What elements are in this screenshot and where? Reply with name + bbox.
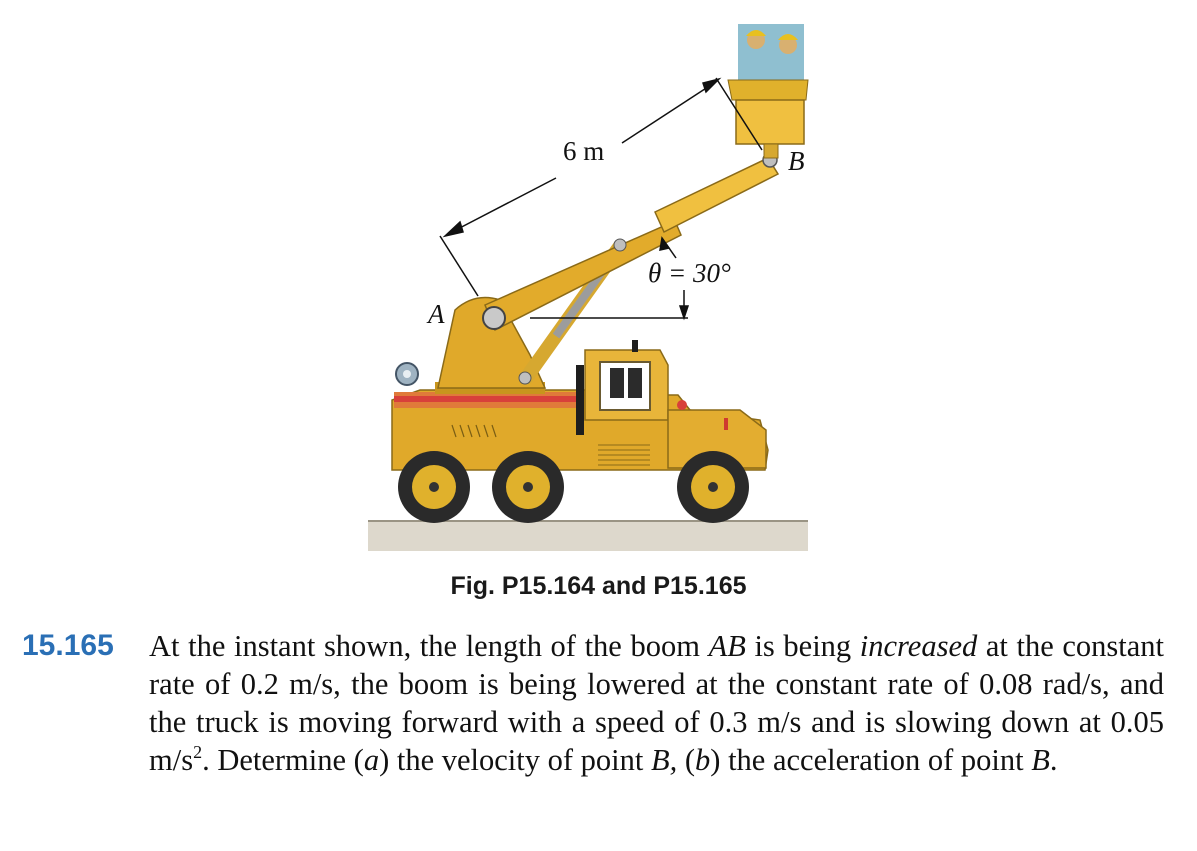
text-segment: is being [745, 629, 860, 663]
text-segment: . [1049, 743, 1058, 777]
angle-label: θ = 30° [648, 258, 731, 288]
text-segment: at the constant rate of 0.2 m/s, the boo… [149, 629, 1165, 777]
dimension-lines [439, 77, 763, 321]
point-b-label: B [788, 146, 805, 176]
figure-caption: Fig. P15.164 and P15.165 [450, 572, 747, 600]
point-b-ref: B [1031, 743, 1050, 777]
emphasis-increased: increased [859, 629, 978, 663]
text-segment: ( [677, 743, 696, 777]
point-b-ref: B, [650, 743, 678, 777]
wheels [398, 451, 749, 523]
bucket [727, 24, 809, 159]
superscript: 2 [193, 742, 203, 762]
boom-label: AB [708, 629, 746, 663]
problem-number: 15.165 [22, 629, 114, 662]
text-segment: At the instant shown, the length of the … [149, 629, 709, 663]
problem-text: At the instant shown, the length of the … [149, 627, 1164, 779]
truck-body [391, 340, 769, 471]
ground [368, 521, 808, 551]
point-a-label: A [426, 299, 445, 329]
boom [482, 152, 780, 332]
length-label: 6 m [563, 136, 604, 166]
part-a-label: a [363, 743, 380, 777]
text-segment: . Determine ( [202, 743, 364, 777]
part-b-label: b [695, 743, 711, 777]
text-segment: ) the acceleration of point [710, 743, 1032, 777]
text-segment: ) the velocity of point [379, 743, 651, 777]
boom-pedestal [437, 296, 547, 389]
crane-truck-figure: 6 m θ = 30° A B [368, 24, 809, 551]
